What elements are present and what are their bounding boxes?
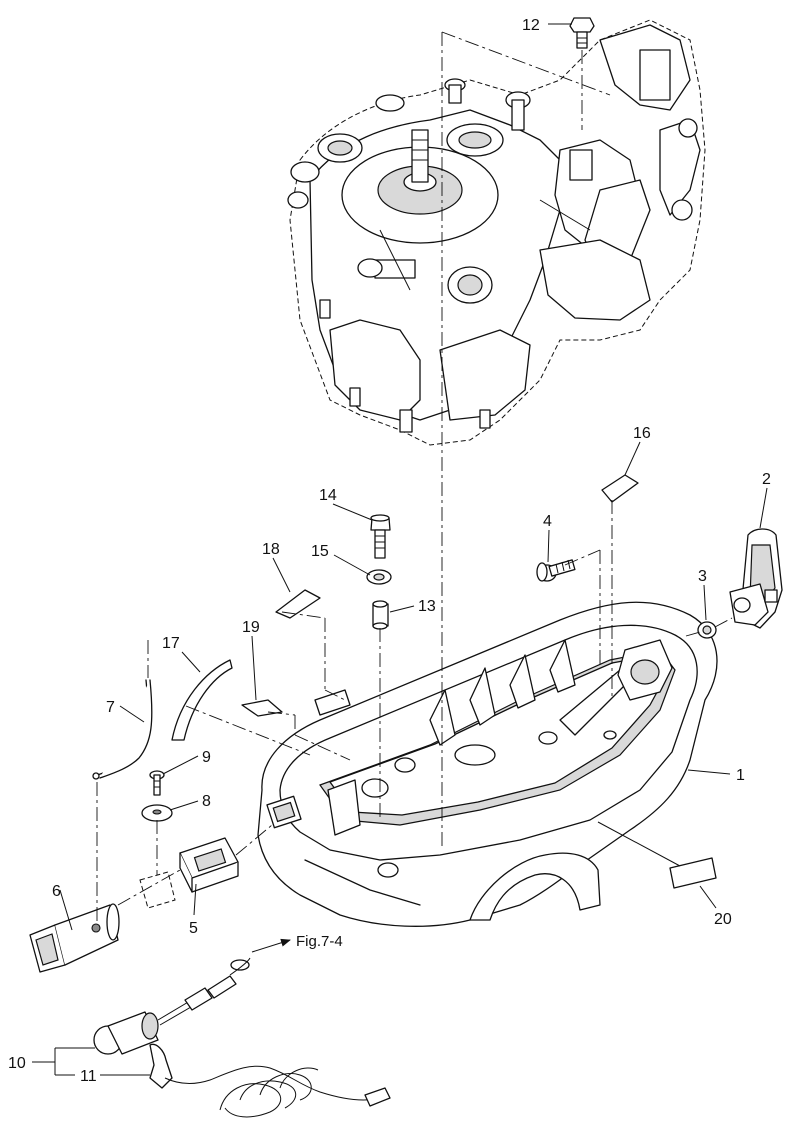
part-9-screw bbox=[149, 770, 165, 796]
callout-2: 2 bbox=[762, 471, 771, 488]
part-13-collar bbox=[372, 600, 389, 630]
part-15-washer bbox=[366, 569, 392, 585]
callout-13: 13 bbox=[418, 598, 436, 615]
figure-reference: Fig.7-4 bbox=[296, 933, 343, 950]
callout-20: 20 bbox=[714, 911, 732, 928]
callout-1: 1 bbox=[736, 767, 745, 784]
part-6-switch-housing bbox=[29, 903, 120, 973]
part-11-lanyard bbox=[149, 1043, 391, 1118]
callout-4: 4 bbox=[543, 513, 552, 530]
part-5-sleeve bbox=[179, 837, 239, 893]
leader-lines bbox=[32, 23, 768, 1076]
callout-18: 18 bbox=[262, 541, 280, 558]
assembly-lines bbox=[96, 31, 701, 925]
bottom-cowling bbox=[257, 601, 718, 927]
hidden-boss bbox=[139, 871, 176, 909]
callout-11: 11 bbox=[80, 1068, 97, 1085]
part-2-rear-latch bbox=[729, 528, 783, 629]
part-19-tab bbox=[241, 699, 283, 717]
callout-12: 12 bbox=[522, 17, 540, 34]
callout-labels: 12 16 2 14 4 18 15 3 13 19 17 7 9 1 8 6 … bbox=[8, 17, 771, 1085]
part-20-label bbox=[669, 857, 717, 889]
callout-14: 14 bbox=[319, 487, 337, 504]
part-8-washer bbox=[141, 804, 173, 822]
callout-17: 17 bbox=[162, 635, 180, 652]
part-3-collar bbox=[697, 617, 733, 639]
callout-7: 7 bbox=[106, 699, 115, 716]
part-10-stop-switch bbox=[93, 957, 251, 1055]
part-18-gasket bbox=[275, 589, 321, 619]
callout-6: 6 bbox=[52, 883, 61, 900]
callout-9: 9 bbox=[202, 749, 211, 766]
part-14-bolt bbox=[370, 514, 391, 559]
part-17-seal-strip bbox=[171, 659, 233, 741]
part-16-label bbox=[601, 474, 639, 503]
callout-3: 3 bbox=[698, 568, 707, 585]
part-7-wire bbox=[92, 640, 153, 780]
callout-19: 19 bbox=[242, 619, 260, 636]
callout-8: 8 bbox=[202, 793, 211, 810]
callout-10: 10 bbox=[8, 1055, 26, 1072]
engine-powerhead bbox=[287, 19, 706, 446]
callout-5: 5 bbox=[189, 920, 198, 937]
callout-15: 15 bbox=[311, 543, 329, 560]
callout-16: 16 bbox=[633, 425, 651, 442]
part-12-bolt bbox=[569, 17, 595, 49]
